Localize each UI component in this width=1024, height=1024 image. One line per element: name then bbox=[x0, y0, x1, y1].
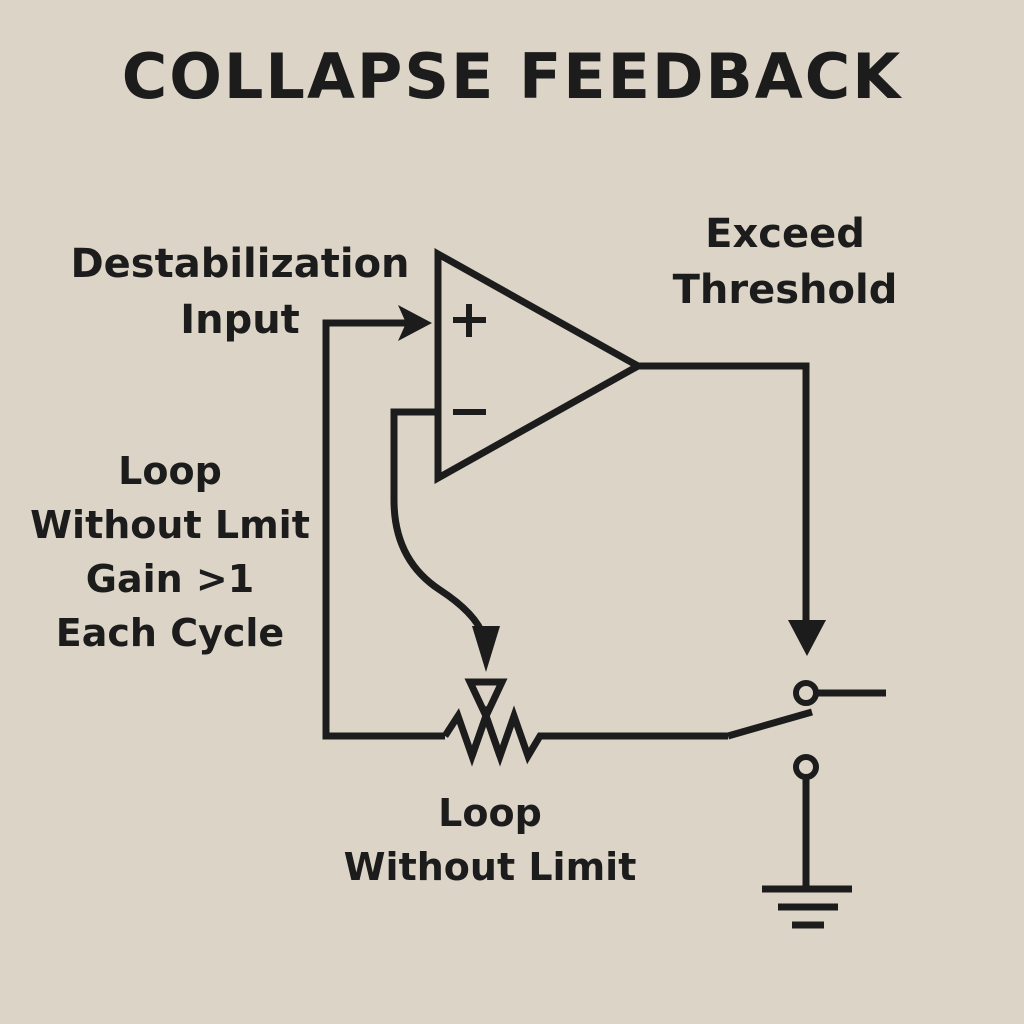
plus-sign-icon bbox=[453, 304, 486, 337]
label-line: Without Limit bbox=[343, 845, 637, 889]
label-line: Each Cycle bbox=[55, 611, 285, 655]
wiper-stem bbox=[482, 714, 504, 758]
switch-terminal-bottom bbox=[793, 754, 819, 780]
arrow-wiper-icon bbox=[472, 626, 500, 672]
label-line: Loop bbox=[118, 449, 222, 493]
arrow-plus-input-icon bbox=[398, 305, 432, 341]
loop-gain-label: Loop Without Lmit Gain >1 Each Cycle bbox=[20, 444, 320, 660]
label-line: Loop bbox=[438, 791, 542, 835]
label-line: Without Lmit bbox=[30, 503, 310, 547]
label-line: Input bbox=[180, 297, 300, 343]
arrow-switch-icon bbox=[788, 620, 826, 656]
opamp-triangle bbox=[434, 248, 646, 484]
label-line: Exceed bbox=[705, 211, 865, 257]
diagram-title: COLLAPSE FEEDBACK bbox=[121, 40, 903, 113]
feedback-wire-left bbox=[322, 319, 445, 740]
destabilization-input-label: Destabilization Input bbox=[40, 236, 440, 348]
exceed-threshold-label: Exceed Threshold bbox=[640, 206, 930, 318]
wiper-stem bbox=[468, 714, 490, 758]
output-wire bbox=[638, 362, 810, 630]
ground-symbol-icon bbox=[762, 885, 852, 929]
loop-without-limit-label: Loop Without Limit bbox=[330, 786, 650, 894]
label-line: Destabilization bbox=[70, 241, 410, 287]
label-line: Gain >1 bbox=[85, 557, 255, 601]
label-line: Threshold bbox=[672, 267, 898, 313]
switch-blade bbox=[727, 708, 813, 740]
wiper-triangle bbox=[464, 678, 508, 725]
switch-terminal-top bbox=[793, 680, 819, 706]
